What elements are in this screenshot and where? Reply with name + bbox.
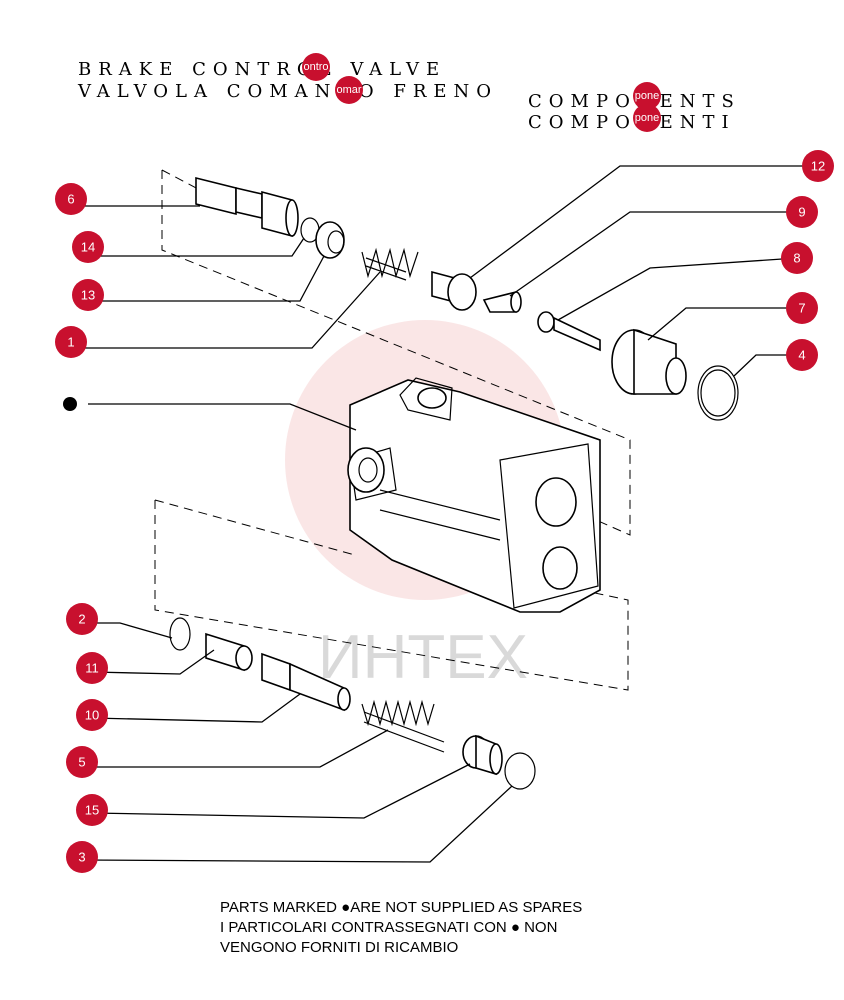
callout-8: 8 (781, 242, 813, 274)
svg-text:12: 12 (811, 159, 825, 174)
svg-text:ontro: ontro (303, 61, 328, 73)
svg-text:9: 9 (798, 205, 805, 220)
callout-5: 5 (66, 746, 98, 778)
svg-text:2: 2 (78, 612, 85, 627)
watermark-text: ИНТЕХ (318, 623, 528, 692)
note-line-3: VENGONO FORNITI DI RICAMBIO (220, 939, 458, 956)
title-tag: pone (633, 104, 661, 132)
note-line-2: I PARTICOLARI CONTRASSEGNATI CON ● NON (220, 919, 557, 936)
svg-text:8: 8 (793, 251, 800, 266)
title-tag: pone (633, 82, 661, 110)
valve-body (347, 377, 601, 613)
title-tag: omar (335, 76, 363, 104)
part-plug-7 (611, 328, 687, 395)
svg-text:pone: pone (635, 90, 659, 102)
svg-text:3: 3 (78, 850, 85, 865)
callout-14: 14 (72, 231, 104, 263)
title-tag: ontro (302, 53, 330, 81)
part-spring-1 (361, 247, 419, 281)
svg-text:10: 10 (85, 708, 99, 723)
not-supplied-dot (63, 397, 77, 411)
part-sleeve-11 (205, 632, 253, 672)
callout-6: 6 (55, 183, 87, 215)
part-cap-15 (462, 734, 503, 776)
callout-4: 4 (786, 339, 818, 371)
title-line-1: BRAKE CONTROL VALVE (78, 59, 446, 80)
title-line-2: VALVOLA COMANDO FRENO (77, 81, 498, 102)
part-oring-2 (169, 617, 191, 651)
svg-text:4: 4 (798, 348, 805, 363)
callout-10: 10 (76, 699, 108, 731)
svg-text:11: 11 (85, 661, 99, 676)
callout-9: 9 (786, 196, 818, 228)
part-spool-6 (195, 176, 299, 238)
callout-3: 3 (66, 841, 98, 873)
svg-text:1: 1 (67, 335, 74, 350)
callout-13: 13 (72, 279, 104, 311)
part-oring-4 (697, 365, 739, 421)
part-pin-8 (537, 311, 601, 352)
callout-15: 15 (76, 794, 108, 826)
svg-text:6: 6 (67, 192, 74, 207)
note-line-1: PARTS MARKED ●ARE NOT SUPPLIED AS SPARES (220, 899, 582, 916)
svg-text:pone: pone (635, 112, 659, 124)
svg-text:13: 13 (81, 288, 95, 303)
part-piston-10 (261, 652, 351, 712)
callout-12: 12 (802, 150, 834, 182)
callout-7: 7 (786, 292, 818, 324)
assembly-dash-lines (154, 169, 631, 691)
svg-text:7: 7 (798, 301, 805, 316)
svg-text:omar: omar (336, 84, 361, 96)
part-poppet-9 (482, 290, 522, 313)
svg-text:15: 15 (85, 803, 99, 818)
part-oring-3 (504, 752, 536, 790)
svg-text:14: 14 (81, 240, 95, 255)
callout-11: 11 (76, 652, 108, 684)
part-cup-13 (315, 221, 345, 259)
title-right-2: COMPONENTI (528, 112, 736, 133)
callout-1: 1 (55, 326, 87, 358)
title-right-1: COMPONENTS (528, 91, 741, 112)
part-spring-5 (361, 699, 445, 753)
leader-lines (81, 165, 818, 863)
callout-2: 2 (66, 603, 98, 635)
svg-text:5: 5 (78, 755, 85, 770)
part-seat-12 (431, 270, 477, 311)
